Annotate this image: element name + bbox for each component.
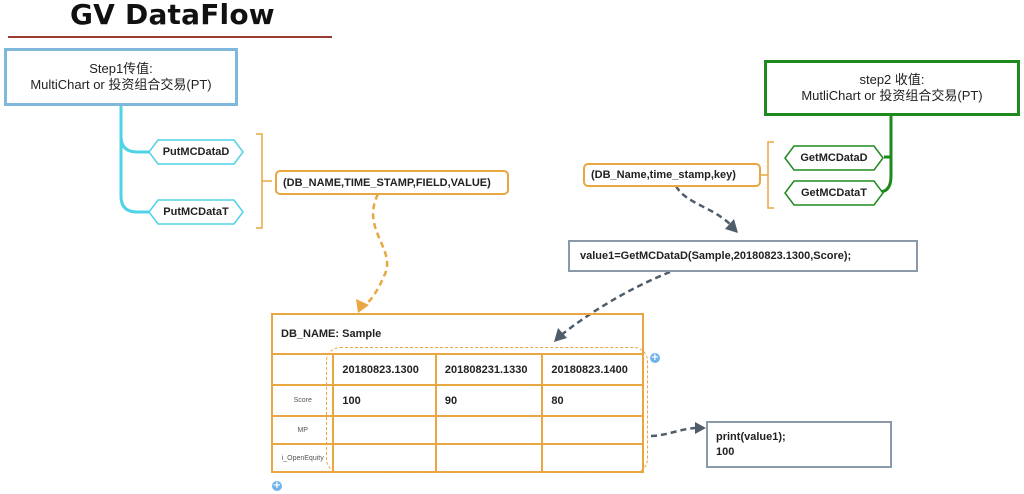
column-header: 20180823.1400 [541,353,644,386]
db-table: DB_NAME: Sample 20180823.1300 201808231.… [270,313,644,473]
table-cell: 80 [541,384,644,417]
table-cell: 90 [434,384,544,417]
step1-title: Step1传值: [89,61,153,76]
put-to-table-arrow [361,193,389,309]
get-call-box[interactable]: value1=GetMCDataD(Sample,20180823.1300,S… [568,240,918,272]
plus-circle-icon[interactable]: + [650,352,660,363]
page-title: GV DataFlow [70,0,275,31]
get-mc-data-d-label: GetMCDataD [800,152,868,164]
selection-outline [326,347,648,473]
put-signature-box[interactable]: (DB_NAME,TIME_STAMP,FIELD,VALUE) [275,170,509,195]
put-mc-data-t-node[interactable]: PutMCDataT [148,199,244,225]
table-cell [541,415,644,445]
get-signature-box[interactable]: (DB_Name,time_stamp,key) [583,163,761,187]
table-cell [332,415,437,445]
put-signature-text: (DB_NAME,TIME_STAMP,FIELD,VALUE) [283,176,491,189]
column-header: 20180823.1300 [332,353,437,386]
put-mc-data-d-node[interactable]: PutMCDataD [148,139,244,165]
step1-connector [119,106,152,214]
table-cell [434,443,544,473]
step2-title: step2 收值: [859,72,925,87]
row-label: i_OpenEquity [270,443,335,473]
db-table-container: DB_NAME: Sample 20180823.1300 201808231.… [270,313,644,475]
table-row: Score 100 90 80 [270,384,644,417]
row-label: MP [270,415,335,445]
put-mc-data-d-label: PutMCDataD [162,146,230,158]
step1-box[interactable]: Step1传值: MultiChart or 投资组合交易(PT) [4,48,238,106]
table-cell [332,443,437,473]
table-cell: 100 [332,384,437,417]
put-mc-data-t-label: PutMCDataT [163,206,229,218]
table-cell [434,415,544,445]
step2-subtitle: MutliChart or 投资组合交易(PT) [801,88,983,103]
step2-box[interactable]: step2 收值: MutliChart or 投资组合交易(PT) [764,60,1020,116]
put-to-table-arrowhead [356,299,369,313]
get-mc-data-t-label: GetMCDataT [800,187,867,199]
output-box[interactable]: print(value1); 100 [706,421,892,468]
get-call-text: value1=GetMCDataD(Sample,20180823.1300,S… [580,250,852,262]
title-underline [8,36,332,38]
get-mc-data-d-node[interactable]: GetMCDataD [784,145,884,171]
column-header: 201808231.1330 [434,353,544,386]
table-cell [541,443,644,473]
plus-circle-icon[interactable]: + [272,480,282,491]
put-brace [256,133,272,229]
table-to-output-arrow [650,426,699,438]
row-label: Score [270,384,335,417]
sig-to-call-arrow [674,185,733,227]
step1-subtitle: MultiChart or 投资组合交易(PT) [30,77,212,92]
get-brace [760,141,774,209]
table-row: MP [270,415,644,445]
output-statement: print(value1); [716,431,786,443]
table-row: i_OpenEquity [270,443,644,473]
get-mc-data-t-node[interactable]: GetMCDataT [784,180,884,206]
output-value: 100 [716,446,735,458]
sig-to-call-arrowhead [725,219,738,233]
table-to-output-arrowhead [695,422,706,434]
get-signature-text: (DB_Name,time_stamp,key) [591,169,736,181]
corner-cell [270,353,335,386]
